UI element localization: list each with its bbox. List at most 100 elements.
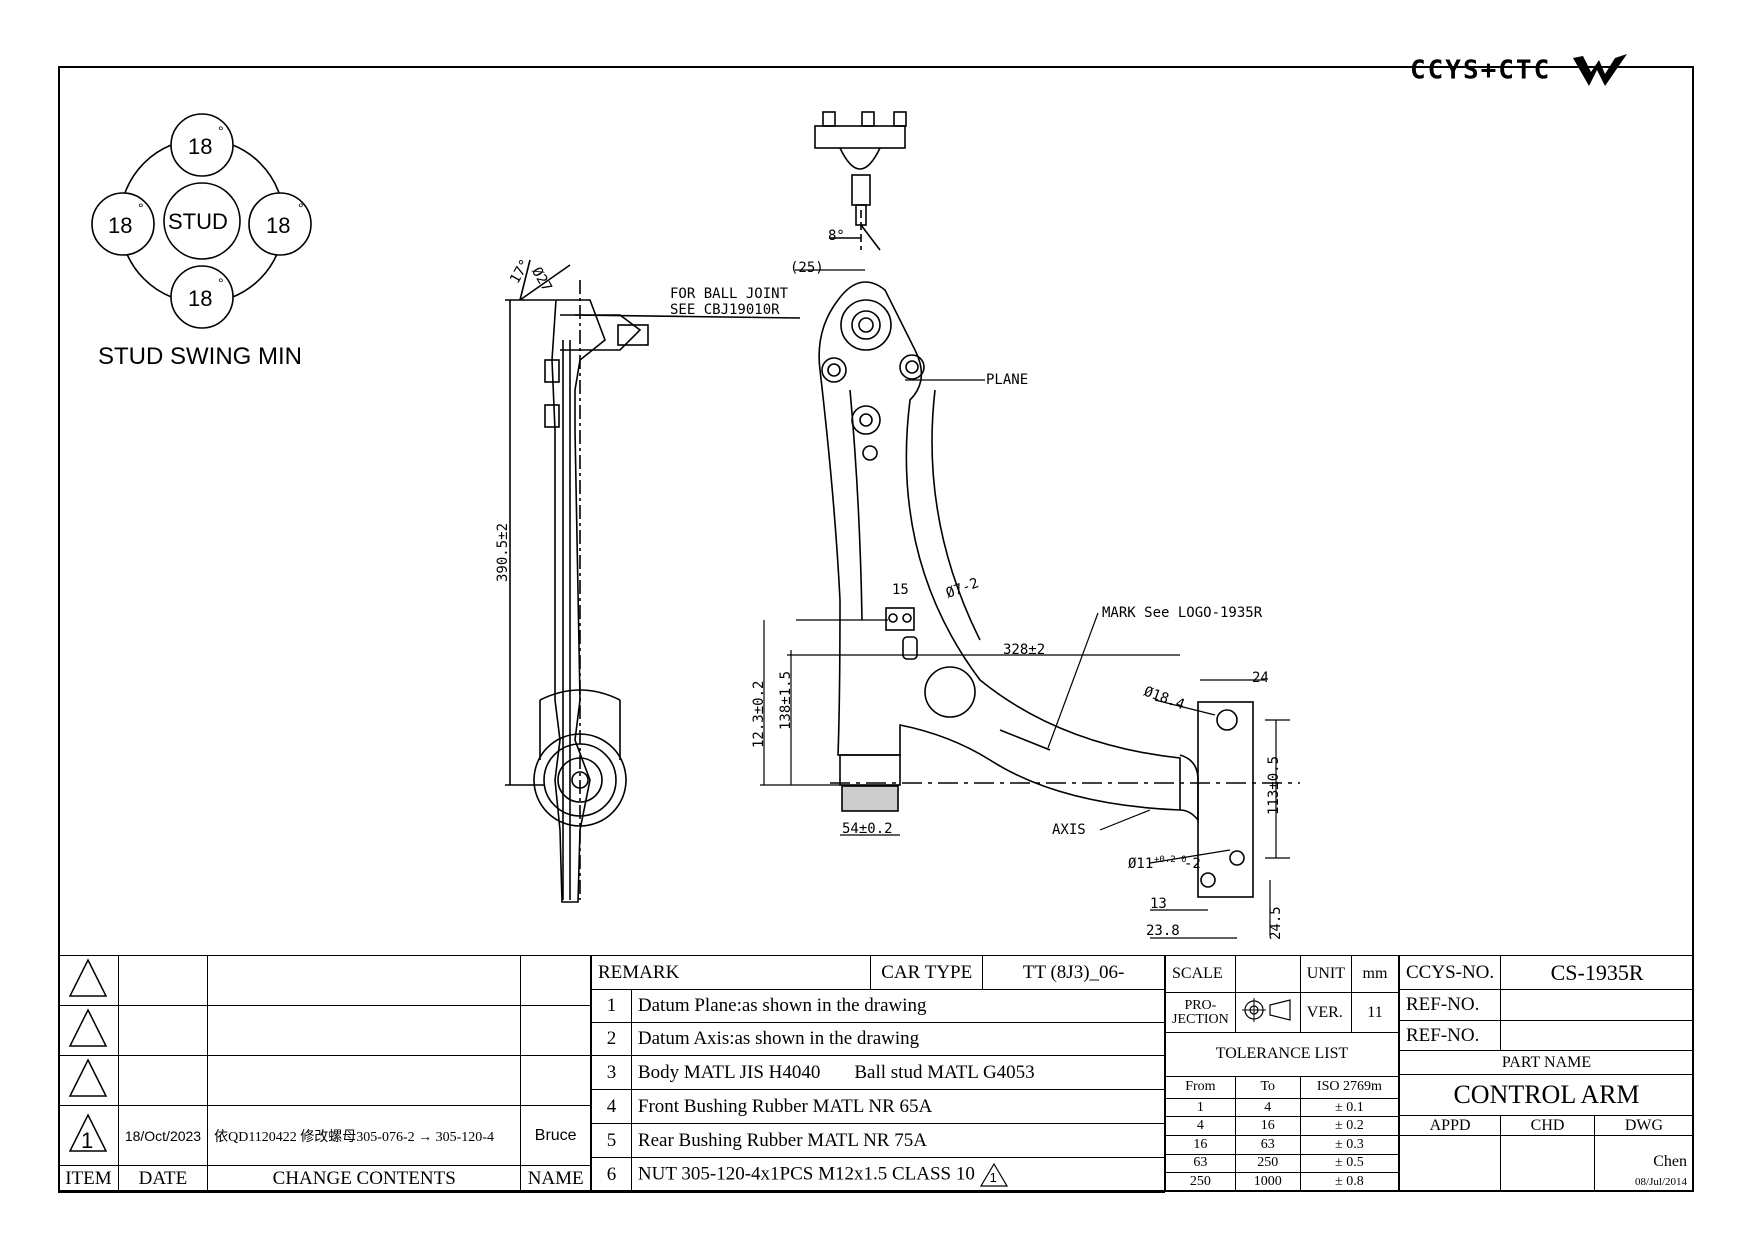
appd-value	[1398, 1135, 1502, 1192]
dwg-name: Chen	[1653, 1153, 1687, 1170]
revision-triangle-icon	[69, 1057, 108, 1097]
car-type-label: CAR TYPE	[870, 955, 984, 990]
ball-joint-top-view	[814, 111, 907, 251]
tol-to: 4	[1234, 1097, 1301, 1118]
tol-value: ± 0.5	[1299, 1153, 1400, 1174]
dwg-label: DWG	[1593, 1114, 1695, 1137]
chd-label: CHD	[1500, 1114, 1595, 1137]
ball-joint-ref: SEE CBJ19010R	[670, 302, 780, 318]
projection-label: PRO-JECTION	[1165, 992, 1236, 1033]
revision-item: 1	[81, 1128, 94, 1153]
ref-no-label: REF-NO.	[1398, 989, 1502, 1021]
degree-mark: °	[218, 123, 224, 139]
ccys-no-label: CCYS-NO.	[1398, 954, 1502, 991]
remark-text: Rear Bushing Rubber MATL NR 75A	[630, 1123, 1166, 1158]
dim-24-5: 24.5	[1268, 906, 1284, 940]
remark-number: 2	[591, 1022, 632, 1056]
dim-dia-11: Ø11	[1128, 856, 1153, 872]
brand-mark-icon	[1573, 54, 1628, 86]
stud-swing-diagram	[91, 113, 312, 329]
tol-header-from: From	[1165, 1075, 1236, 1099]
remark-text-body: NUT 305-120-4x1PCS M12x1.5 CLASS 10	[637, 1163, 975, 1185]
title-block: CCYS-NO. CS-1935R REF-NO. REF-NO. PART N…	[1398, 954, 1695, 1192]
dim-angle-8: 8°	[828, 228, 845, 244]
scale-value	[1234, 954, 1301, 994]
dim-dia-18: Ø18.4	[1142, 684, 1187, 713]
degree-mark: °	[138, 200, 144, 216]
dim-24: 24	[1252, 670, 1269, 686]
dim-15: 15	[892, 582, 909, 598]
remark-text: Datum Plane:as shown in the drawing	[630, 989, 1166, 1023]
projection-symbol-icon	[1241, 997, 1291, 1022]
dim-dia-7: Ø7-2	[944, 575, 981, 602]
stud-swing-caption: STUD SWING MIN	[98, 343, 302, 370]
dim-12: 12.3±0.2	[751, 681, 767, 748]
revision-triangle	[58, 955, 119, 1006]
tol-to: 250	[1234, 1153, 1301, 1174]
appd-label: APPD	[1398, 1114, 1502, 1137]
remark-number: 6	[591, 1157, 632, 1193]
tol-from: 63	[1165, 1153, 1236, 1174]
remark-number: 5	[591, 1123, 632, 1158]
version-value: 11	[1351, 992, 1399, 1033]
remark-text: Datum Axis:as shown in the drawing	[630, 1022, 1166, 1056]
revision-triangle-icon	[69, 1112, 108, 1152]
degree-mark: °	[218, 275, 224, 291]
dim-113: 113±0.5	[1266, 756, 1282, 815]
ref-no-value	[1500, 1019, 1694, 1052]
tol-from: 250	[1165, 1172, 1236, 1192]
control-arm-side-view	[505, 259, 801, 903]
revision-content	[207, 1005, 522, 1056]
dimension-lines	[760, 269, 1290, 939]
tol-header-to: To	[1234, 1075, 1301, 1099]
ref-no-value	[1500, 989, 1694, 1021]
angle-left: 18	[108, 213, 132, 238]
projection-symbol	[1234, 992, 1301, 1033]
revision-marker-number: 1	[989, 1170, 997, 1185]
revision-content: 依QD1120422 修改螺母305-076-2 → 305-120-4	[207, 1105, 522, 1166]
revision-header: ITEM DATE CHANGE CONTENTS NAME	[58, 1165, 591, 1193]
revision-date	[117, 1005, 209, 1056]
unit-label: UNIT	[1299, 954, 1353, 994]
revision-content	[207, 1055, 522, 1106]
remark-text: Front Bushing Rubber MATL NR 65A	[630, 1089, 1166, 1124]
revision-row	[58, 955, 591, 1006]
tol-to: 1000	[1234, 1172, 1301, 1192]
brand-text: CCYS+CTC	[1410, 55, 1552, 86]
tol-value: ± 0.8	[1299, 1172, 1400, 1192]
revision-date: 18/Oct/2023	[117, 1105, 209, 1166]
revision-table: 1 18/Oct/2023 依QD1120422 修改螺母305-076-2 →…	[58, 955, 591, 1193]
dim-13: 13	[1150, 896, 1167, 912]
tol-from: 1	[1165, 1097, 1236, 1118]
revision-triangle-icon	[69, 1007, 108, 1047]
unit-value: mm	[1351, 954, 1399, 994]
mark-label: MARK See LOGO-1935R	[1102, 605, 1263, 621]
revision-marker-icon	[979, 1162, 1008, 1187]
remark-text-extra: Ball stud MATL G4053	[854, 1061, 1035, 1083]
revision-triangle	[58, 1055, 119, 1106]
revision-name	[520, 1005, 591, 1056]
revision-row	[58, 1005, 591, 1056]
ref-no-label: REF-NO.	[1398, 1019, 1502, 1052]
stud-label: STUD	[168, 209, 228, 234]
dim-dia-11-qty: -2	[1184, 856, 1201, 872]
tol-value: ± 0.2	[1299, 1116, 1400, 1136]
dim-328: 328±2	[1003, 642, 1045, 658]
revision-marker: 1	[979, 1162, 1008, 1187]
revision-date	[117, 1055, 209, 1106]
tol-header-iso: ISO 2769m	[1299, 1075, 1400, 1099]
remark-number: 1	[591, 989, 632, 1023]
axis-label: AXIS	[1052, 822, 1086, 838]
remark-label: REMARK	[590, 955, 872, 990]
dwg-value: Chen 08/Jul/2014	[1593, 1135, 1695, 1192]
revision-name	[520, 955, 591, 1006]
header-item: ITEM	[58, 1165, 119, 1193]
dwg-date: 08/Jul/2014	[1635, 1176, 1687, 1188]
scale-label: SCALE	[1165, 954, 1236, 994]
header-content: CHANGE CONTENTS	[207, 1165, 522, 1193]
dim-23-8: 23.8	[1146, 923, 1180, 939]
tol-from: 16	[1165, 1135, 1236, 1155]
revision-row: 1 18/Oct/2023 依QD1120422 修改螺母305-076-2 →…	[58, 1105, 591, 1166]
